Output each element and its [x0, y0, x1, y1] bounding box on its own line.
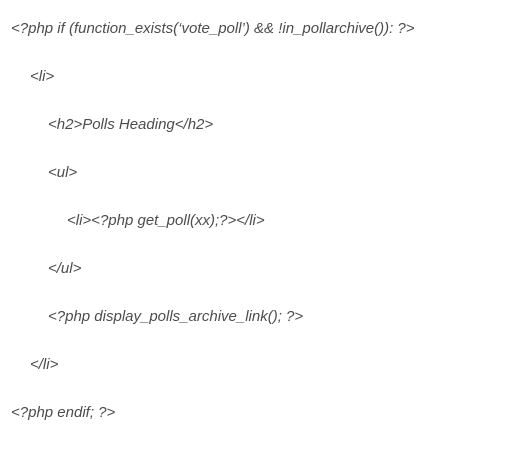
code-line-h2-heading: <h2>Polls Heading</h2> — [48, 116, 214, 133]
code-line-php-if: <?php if (function_exists(‘vote_poll’) &… — [11, 20, 415, 37]
code-line-get-poll: <li><?php get_poll(xx);?></li> — [67, 212, 265, 229]
code-line-archive-link: <?php display_polls_archive_link(); ?> — [48, 308, 304, 325]
code-line-php-endif: <?php endif; ?> — [11, 404, 116, 421]
code-line-li-open: <li> — [30, 68, 55, 85]
code-line-ul-open: <ul> — [48, 164, 78, 181]
code-line-ul-close: </ul> — [48, 260, 82, 277]
code-line-li-close: </li> — [30, 356, 59, 373]
